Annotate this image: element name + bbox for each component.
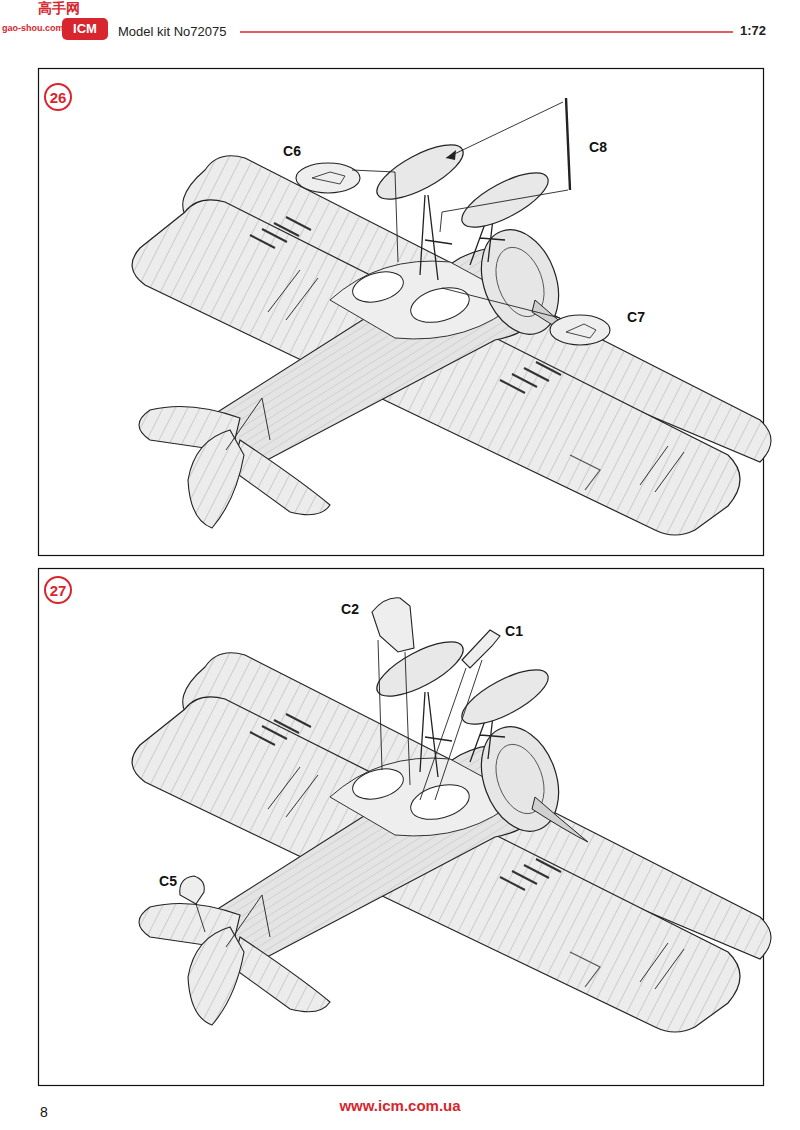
part-number: C8 xyxy=(589,140,607,155)
step-number-text: 27 xyxy=(50,583,67,598)
step-number-text: 26 xyxy=(50,90,67,105)
part-number: C2 xyxy=(341,602,359,617)
step-number: 26 xyxy=(44,83,72,111)
scale: 1:72 xyxy=(740,24,766,38)
brand-logo: ICM xyxy=(73,22,97,36)
part-number: C6 xyxy=(283,144,301,159)
part-number: C7 xyxy=(627,310,645,325)
part-number: C1 xyxy=(505,624,523,639)
page-number: 8 xyxy=(40,1105,48,1120)
website: www.icm.com.ua xyxy=(339,1098,460,1115)
site-url: gao-shou.com xyxy=(2,24,64,34)
site-logo: 高手网 xyxy=(38,1,80,16)
part-number: C5 xyxy=(159,874,177,889)
step-number: 27 xyxy=(44,576,72,604)
kit-number: Model kit No72075 xyxy=(118,25,226,39)
